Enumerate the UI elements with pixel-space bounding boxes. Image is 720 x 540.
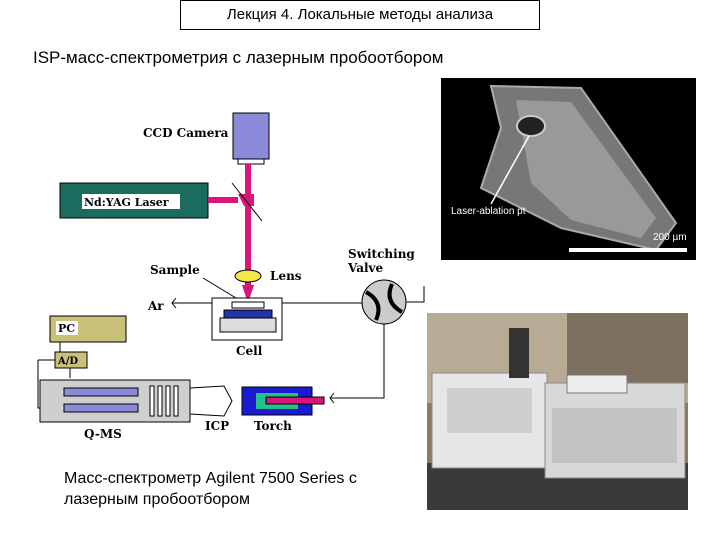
sample-tray: [566, 374, 628, 394]
instrument-image: [427, 313, 688, 510]
micrograph-annotation: Laser-ablation pt: [451, 206, 526, 217]
ccd-camera-base: [237, 158, 265, 165]
icp-interface: [189, 385, 233, 417]
ar-label: Ar: [147, 299, 164, 313]
sample-label: Sample: [150, 263, 200, 277]
valve-channel-2: [387, 283, 404, 314]
ad-label: A/D: [57, 356, 78, 367]
sample-pointer: [202, 277, 237, 299]
micrograph-image: [479, 84, 687, 252]
sample-plate: [231, 301, 265, 309]
laser-label-bg: [82, 194, 180, 209]
laser-unit-panel: [447, 388, 532, 433]
sample-stage: [223, 309, 273, 319]
valve-channel-1: [364, 290, 381, 321]
lens: [234, 269, 262, 283]
qms-plate-2: [157, 385, 163, 417]
laser-ablation-micrograph: Laser-ablation pt 200 µm: [441, 78, 696, 260]
focused-beam: [242, 285, 254, 303]
icp-label: ICP: [205, 419, 229, 433]
photo-shelf: [567, 313, 688, 383]
la-icp-ms-schematic: CCD Camera Nd:YAG Laser Lens Sample Cell…: [37, 112, 425, 440]
ms-unit-front: [552, 408, 677, 463]
slide-title: ISP-масс-спектрометрия с лазерным пробоо…: [33, 48, 444, 67]
laser-label: Nd:YAG Laser: [84, 196, 169, 209]
pc-label: PC: [58, 322, 75, 335]
micrograph-scale-label: 200 µm: [653, 232, 687, 243]
camera-column: [509, 328, 529, 378]
switching-valve-label-2: Valve: [347, 261, 384, 275]
cell-label: Cell: [236, 344, 263, 358]
qms-label: Q-MS: [84, 427, 122, 440]
qms-plate-4: [173, 385, 179, 417]
torch-label: Torch: [254, 419, 292, 433]
switching-valve: [361, 279, 407, 325]
valve-vent-line: [406, 286, 425, 303]
stage-base: [219, 317, 277, 333]
lens-label: Lens: [270, 269, 302, 283]
ar-arrow: [171, 297, 177, 309]
photo-caption: Масс-спектрометр Agilent 7500 Series с л…: [64, 470, 357, 508]
valve-to-torch-line: [330, 324, 385, 399]
instrument-photo: [427, 313, 688, 510]
qms-plate-3: [165, 385, 171, 417]
switching-valve-label-1: Switching: [348, 247, 415, 261]
crystal-face: [516, 100, 656, 238]
qms-rod-top: [63, 387, 139, 397]
ablation-pit: [516, 115, 546, 137]
qms-rod-bottom: [63, 403, 139, 413]
ccd-camera-box: [232, 112, 270, 160]
annotation-line: [490, 135, 530, 205]
scale-bar: [569, 248, 687, 252]
torch-arrow: [329, 392, 335, 404]
mirror-line: [231, 182, 263, 222]
torch-tube: [265, 396, 325, 405]
qms-plate-1: [149, 385, 155, 417]
pc-label-bg: [56, 321, 78, 335]
lecture-header: Лекция 4. Локальные методы анализа: [180, 0, 540, 30]
ccd-camera-label: CCD Camera: [143, 126, 229, 140]
